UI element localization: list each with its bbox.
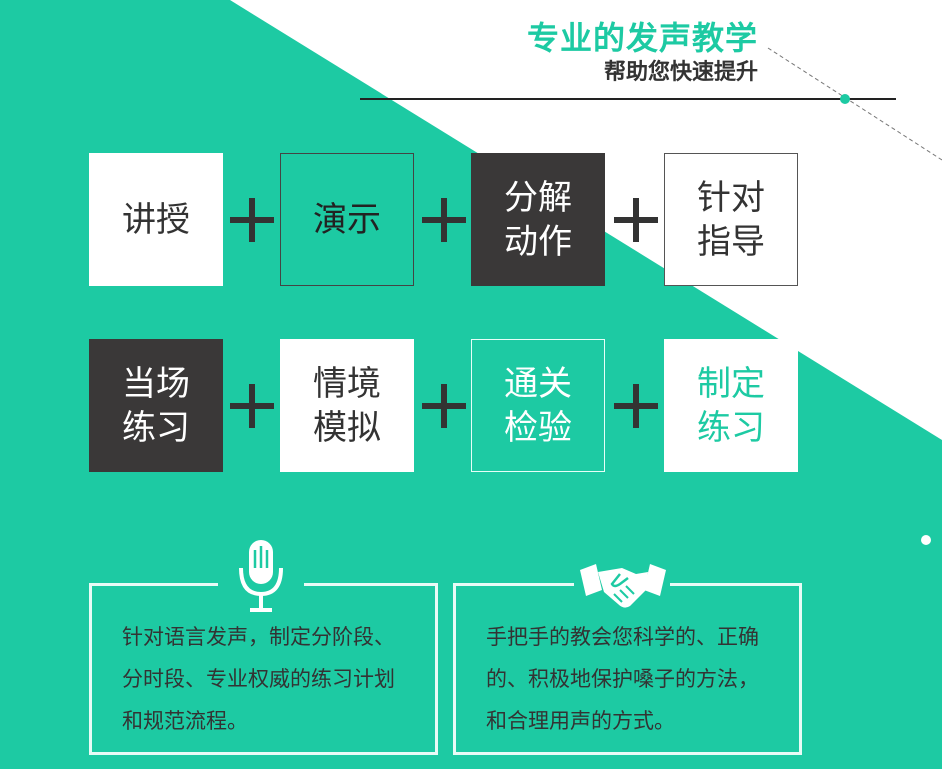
handshake-icon — [578, 560, 668, 618]
plus-icon — [614, 384, 658, 428]
box-lecture: 讲授 — [89, 153, 223, 286]
card-text: 手把手的教会您科学的、正确的、积极地保护嗓子的方法，和合理用声的方式。 — [486, 625, 759, 733]
plus-icon — [422, 198, 466, 242]
plus-icon — [614, 198, 658, 242]
header-title: 专业的发声教学 — [526, 19, 758, 57]
header-line-dot — [840, 94, 850, 104]
box-simulation: 情境模拟 — [280, 339, 414, 472]
microphone-icon — [236, 538, 286, 618]
plus-icon — [230, 384, 274, 428]
box-label: 当场练习 — [122, 363, 190, 448]
header-subtitle: 帮助您快速提升 — [603, 60, 758, 85]
box-breakdown: 分解动作 — [471, 153, 605, 286]
edge-dot — [921, 535, 931, 545]
header-divider — [360, 98, 896, 100]
box-label: 情境模拟 — [313, 363, 381, 448]
box-label: 针对指导 — [697, 177, 765, 262]
info-card-voice-care: 手把手的教会您科学的、正确的、积极地保护嗓子的方法，和合理用声的方式。 — [453, 583, 802, 755]
header: 专业的发声教学 帮助您快速提升 — [527, 18, 758, 88]
box-plan-practice: 制定练习 — [664, 339, 798, 472]
box-label: 分解动作 — [504, 177, 572, 262]
box-label: 制定练习 — [697, 363, 765, 448]
box-demonstrate: 演示 — [280, 153, 414, 286]
box-label: 通关检验 — [504, 363, 572, 448]
info-card-voice-plan: 针对语言发声，制定分阶段、分时段、专业权威的练习计划和规范流程。 — [89, 583, 438, 755]
plus-icon — [230, 198, 274, 242]
box-checkpoint: 通关检验 — [471, 339, 605, 472]
box-guidance: 针对指导 — [664, 153, 798, 286]
plus-icon — [422, 384, 466, 428]
box-label: 演示 — [313, 199, 381, 240]
box-label: 讲授 — [122, 199, 190, 240]
card-text: 针对语言发声，制定分阶段、分时段、专业权威的练习计划和规范流程。 — [122, 625, 395, 733]
box-onsite-practice: 当场练习 — [89, 339, 223, 472]
